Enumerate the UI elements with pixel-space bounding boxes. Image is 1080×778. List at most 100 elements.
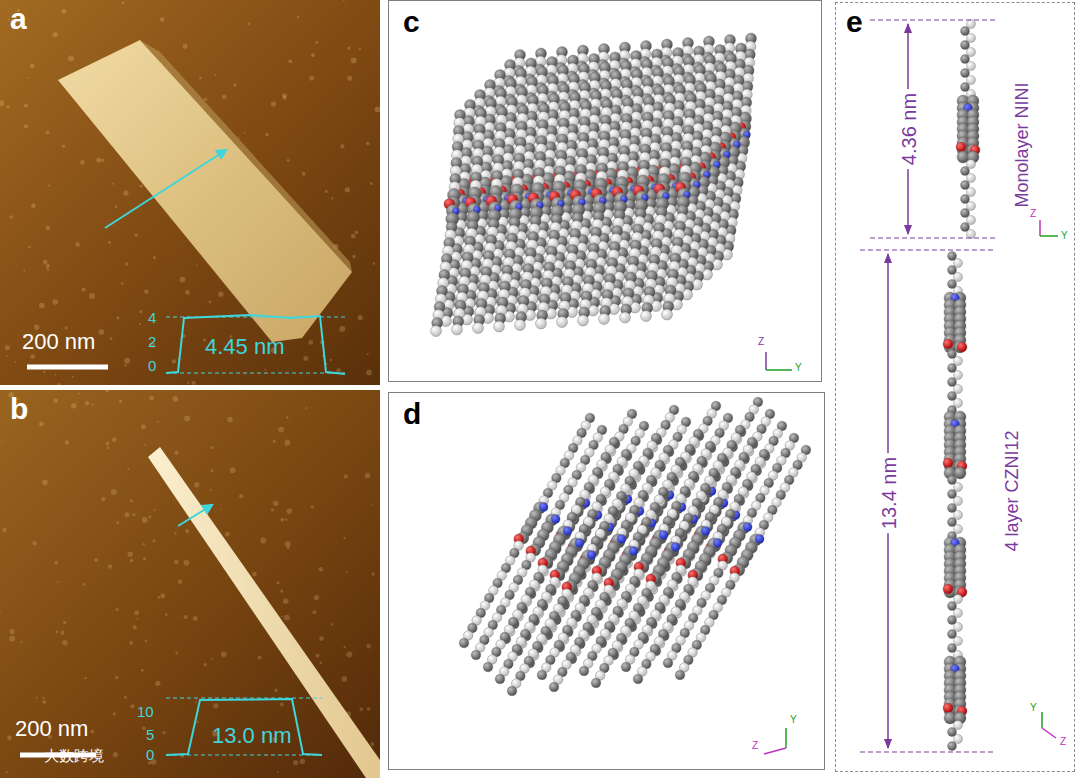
afm-speck — [121, 282, 124, 285]
afm-speck — [101, 159, 104, 162]
afm-speck — [211, 658, 213, 660]
afm-speck — [209, 300, 212, 303]
afm-speck — [142, 517, 148, 523]
afm-speck — [281, 615, 283, 617]
afm-speck — [174, 450, 178, 454]
afm-speck — [221, 509, 223, 511]
afm-speck — [153, 256, 156, 259]
afm-speck — [303, 356, 308, 361]
afm-speck — [174, 532, 176, 534]
afm-speck — [116, 608, 119, 611]
afm-speck — [312, 610, 316, 614]
afm-speck — [285, 518, 287, 520]
afm-speck — [101, 497, 105, 501]
afm-speck — [155, 681, 160, 686]
afm-speck — [302, 172, 306, 176]
afm-speck — [130, 559, 134, 563]
afm-speck — [108, 241, 111, 244]
afm-speck — [5, 771, 7, 773]
afm-speck — [30, 64, 35, 69]
afm-speck — [252, 572, 257, 577]
afm-speck — [194, 482, 199, 487]
afm-speck — [297, 16, 299, 18]
afm-speck — [247, 22, 250, 25]
figure-part — [0, 390, 380, 778]
afm-speck — [343, 0, 345, 1]
afm-speck — [366, 644, 370, 648]
afm-speck — [358, 315, 363, 320]
afm-speck — [346, 571, 348, 573]
afm-speck — [210, 446, 213, 449]
afm-speck — [8, 19, 10, 21]
afm-speck — [284, 615, 290, 621]
afm-speck — [113, 752, 118, 757]
afm-speck — [271, 508, 274, 511]
afm-speck — [195, 701, 197, 703]
afm-speck — [352, 255, 356, 259]
afm-speck — [244, 132, 246, 134]
afm-speck — [71, 403, 77, 409]
afm-speck — [153, 509, 155, 511]
afm-speck — [196, 720, 199, 723]
afm-speck — [46, 225, 51, 230]
afm-speck — [31, 203, 36, 208]
afm-speck — [367, 707, 371, 711]
afm-speck — [42, 700, 46, 704]
height-profile — [166, 699, 322, 755]
afm-speck — [172, 359, 176, 363]
afm-speck — [54, 561, 58, 565]
afm-speck — [99, 329, 105, 335]
afm-speck — [142, 726, 146, 730]
afm-speck — [233, 83, 236, 86]
afm-speck — [288, 59, 292, 63]
afm-speck — [373, 262, 376, 265]
afm-speck — [141, 424, 146, 429]
afm-speck — [48, 184, 50, 186]
nanosheet-edge — [140, 40, 352, 272]
afm-speck — [54, 373, 56, 375]
afm-speck — [271, 101, 276, 106]
afm-speck — [260, 538, 266, 544]
afm-speck — [355, 230, 359, 234]
afm-speck — [311, 505, 314, 508]
afm-speck — [199, 77, 202, 80]
afm-speck — [132, 513, 135, 516]
afm-speck — [162, 731, 165, 734]
afm-speck — [215, 74, 217, 76]
afm-speck — [346, 652, 352, 658]
afm-speck — [213, 703, 218, 708]
afm-speck — [218, 292, 223, 297]
afm-speck — [62, 640, 67, 645]
afm-speck — [68, 56, 74, 62]
afm-speck — [320, 662, 323, 665]
afm-speck — [96, 158, 101, 163]
afm-speck — [210, 489, 212, 491]
dashed-level — [166, 373, 345, 374]
afm-speck — [9, 215, 13, 219]
afm-speck — [160, 593, 165, 598]
afm-speck — [62, 145, 66, 149]
dashed-level — [166, 698, 322, 699]
afm-speck — [36, 696, 38, 698]
afm-speck — [367, 353, 369, 355]
afm-speck — [116, 521, 119, 524]
afm-speck — [311, 53, 315, 57]
scan-arrow — [105, 150, 226, 228]
afm-speck — [183, 44, 188, 49]
afm-speck — [144, 640, 147, 643]
afm-speck — [90, 730, 94, 734]
afm-speck — [122, 1, 125, 4]
afm-speck — [115, 676, 118, 679]
afm-speck — [47, 268, 50, 271]
afm-speck — [359, 48, 362, 51]
afm-speck — [273, 440, 276, 443]
afm-speck — [192, 381, 196, 385]
afm-speck — [157, 596, 160, 599]
afm-speck — [366, 370, 372, 376]
afm-speck — [55, 630, 58, 633]
afm-speck — [299, 759, 305, 765]
afm-speck — [265, 369, 267, 371]
afm-speck — [129, 641, 133, 645]
scan-arrow — [178, 505, 212, 526]
afm-speck — [53, 32, 58, 37]
